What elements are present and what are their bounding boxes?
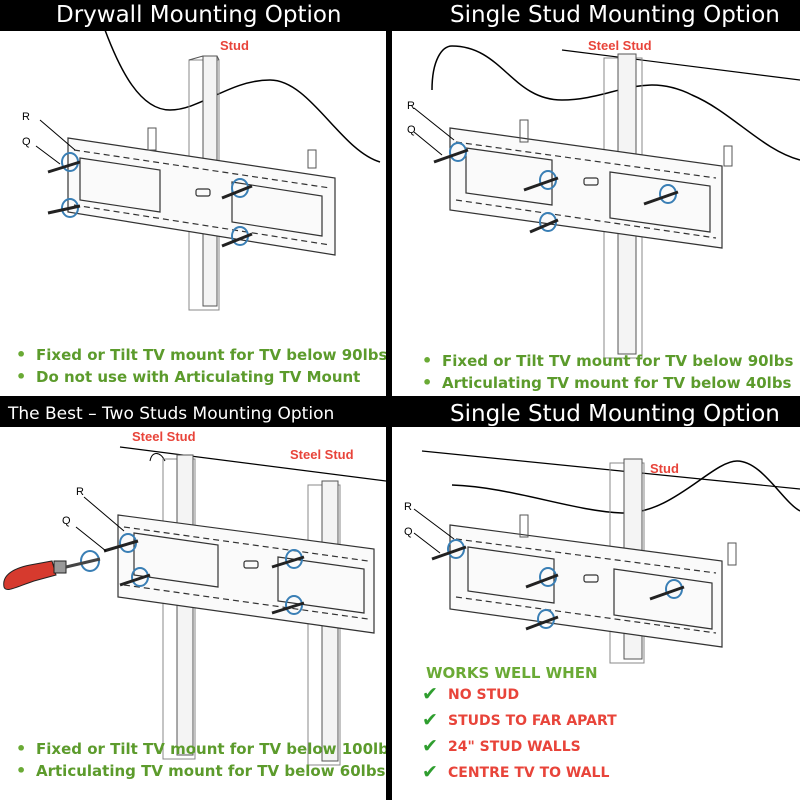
q-label: Q [22,136,31,148]
check-label: 24" STUD WALLS [448,739,581,755]
check-icon: ✔ [422,709,438,731]
check-icon: ✔ [422,761,438,783]
panel-single-stud-bottom: Single Stud Mounting Option Stud R Q WOR… [392,401,800,800]
screw-icon [80,533,305,615]
works-well-list: ✔ NO STUD ✔ STUDS TO FAR APART ✔ 24" STUD W… [422,682,617,786]
panel-two-studs: The Best – Two Studs Mounting Option [0,401,386,800]
panel-title: Single Stud Mounting Option [392,401,800,427]
panel-single-stud-top: Single Stud Mounting Option Steel Stud R… [392,0,800,396]
note-item: Fixed or Tilt TV mount for TV below 90lb… [12,344,386,366]
note-item: Fixed or Tilt TV mount for TV below 100l… [12,738,386,760]
check-icon: ✔ [422,683,438,705]
notes-list: Fixed or Tilt TV mount for TV below 90lb… [418,350,793,394]
panel-title: Single Stud Mounting Option [392,0,800,31]
r-label: R [407,100,415,112]
works-well-title: WORKS WELL WHEN [426,664,598,682]
screw-icon [431,539,685,631]
check-item: ✔ NO STUD [422,682,617,708]
notes-list: Fixed or Tilt TV mount for TV below 90lb… [12,344,386,388]
check-label: STUDS TO FAR APART [448,713,617,729]
stud-label: Steel Stud [588,38,652,53]
screwdriver-icon [3,557,101,590]
r-label: R [404,501,412,513]
stud-label-left: Steel Stud [132,429,196,444]
check-label: NO STUD [448,687,520,703]
check-item: ✔ 24" STUD WALLS [422,734,617,760]
panel-title: The Best – Two Studs Mounting Option [0,401,386,427]
drywall-mount-diagram [35,27,381,311]
check-item: ✔ STUDS TO FAR APART [422,708,617,734]
note-item: Do not use with Articulating TV Mount [12,366,386,388]
check-icon: ✔ [422,735,438,757]
check-label: CENTRE TV TO WALL [448,765,610,781]
note-item: Fixed or Tilt TV mount for TV below 90lb… [418,350,793,372]
single-stud-mount-diagram [413,45,800,359]
panel-title: Drywall Mounting Option [0,0,386,31]
screw-icon [433,142,679,234]
stud-label: Stud [650,461,679,476]
stud-label: Stud [220,38,249,53]
stud-label-right: Steel Stud [290,447,354,462]
q-label: Q [407,124,416,136]
r-label: R [76,486,84,498]
note-item: Articulating TV mount for TV below 40lbs [418,372,793,394]
check-item: ✔ CENTRE TV TO WALL [422,760,617,786]
r-label: R [22,111,30,123]
mounting-plate [67,137,336,256]
panel-drywall: Drywall Mounting Option Stud R Q [0,0,386,396]
note-item: Articulating TV mount for TV below 60lbs [12,760,386,782]
two-studs-mount-diagram [3,446,386,766]
single-stud-mount-diagram [413,450,800,664]
notes-list: Fixed or Tilt TV mount for TV below 100l… [12,738,386,782]
q-label: Q [404,526,413,538]
q-label: Q [62,515,71,527]
horizontal-divider [0,396,800,401]
screw-icon [47,152,253,248]
